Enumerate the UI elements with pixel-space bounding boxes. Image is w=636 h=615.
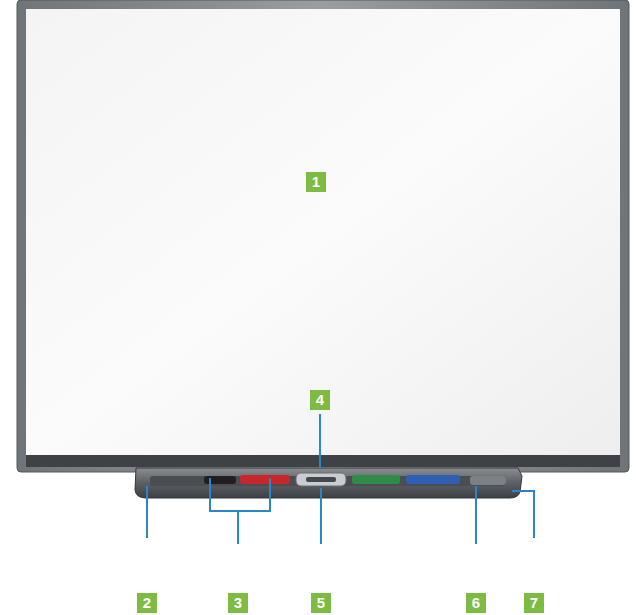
red-pen — [240, 475, 290, 484]
frame-edge — [17, 0, 629, 472]
leader-bracket — [210, 478, 270, 511]
callout-number: 2 — [137, 593, 157, 613]
callout-number: 1 — [306, 172, 326, 192]
callout-number: 6 — [466, 593, 486, 613]
eraser — [470, 476, 506, 485]
leader-line — [146, 486, 148, 538]
pen-tray — [135, 468, 522, 498]
leader-line — [237, 511, 239, 544]
callout-number: 7 — [524, 593, 544, 613]
green-pen — [352, 475, 400, 484]
callout-number: 3 — [228, 593, 248, 613]
blue-pen — [406, 475, 460, 484]
callout-number: 4 — [310, 390, 330, 410]
leader-line — [512, 491, 534, 538]
leader-line — [475, 486, 477, 544]
bottom-rail — [26, 455, 620, 467]
leader-line — [319, 414, 321, 468]
board-frame — [17, 0, 629, 472]
callout-number: 5 — [311, 593, 331, 613]
black-pen — [204, 476, 236, 484]
leader-line — [320, 488, 322, 544]
tray-button-key — [306, 477, 336, 482]
tray-button — [296, 473, 346, 486]
writing-surface — [26, 9, 620, 457]
